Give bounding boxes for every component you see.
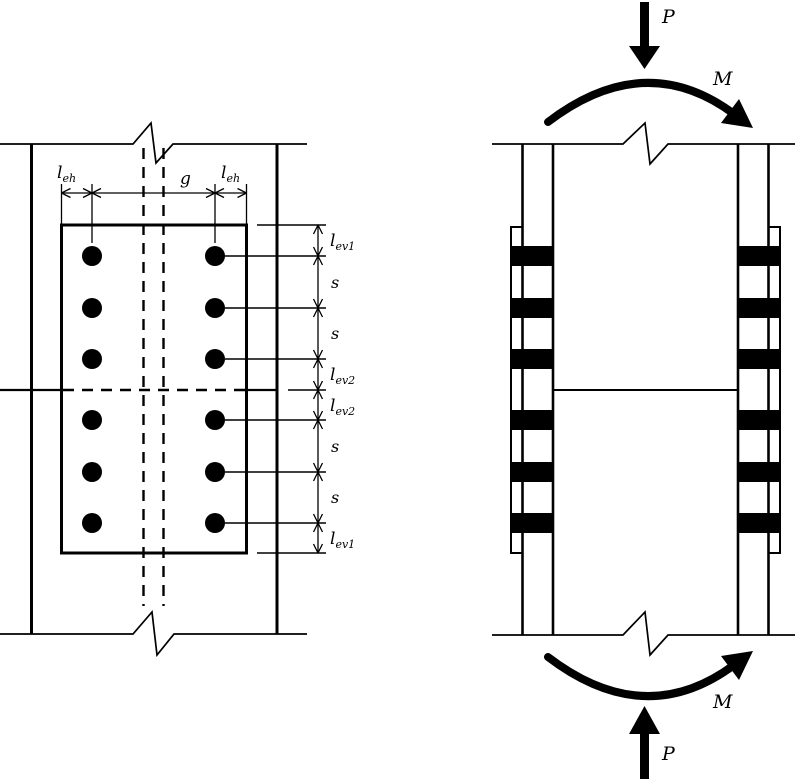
bolt-side: [737, 246, 781, 266]
load-p-bottom: P: [629, 706, 676, 779]
break-line-bottom-left: [0, 609, 307, 658]
dim-label-g: g: [180, 169, 191, 189]
bolt-side-group: [510, 246, 781, 533]
bolt-side: [737, 349, 781, 369]
extension-lines-top: [60, 184, 248, 243]
break-line-top-left: [0, 120, 307, 165]
m-arrowhead-bottom: [721, 651, 753, 680]
p-label-bottom: P: [661, 743, 676, 765]
bolt: [82, 246, 102, 266]
bolt: [205, 246, 225, 266]
bolt-side: [510, 298, 554, 318]
dim-label-s-4: s: [331, 488, 339, 507]
elevation-view: leh g leh lev1 s s lev2 lev2 s s lev1: [0, 120, 355, 658]
m-arc-bottom: [544, 653, 738, 701]
bolt: [82, 513, 102, 533]
bolt-side: [510, 349, 554, 369]
dim-label-leh-left: leh: [57, 163, 76, 185]
bolt: [82, 410, 102, 430]
splice-plate: [60, 223, 248, 555]
dimension-arrowheads-chain: [312, 224, 324, 554]
splice-plate-side-right: [767, 226, 781, 554]
bolt-group: [82, 246, 225, 533]
moment-m-bottom: M: [544, 651, 753, 713]
break-line-bottom-right: [492, 610, 795, 657]
extension-ticks-right: [225, 224, 326, 554]
bolt-side: [510, 462, 554, 482]
dim-label-lev1-top: lev1: [330, 231, 355, 253]
bolt: [205, 513, 225, 533]
bolt: [82, 298, 102, 318]
bolt-side: [737, 462, 781, 482]
load-p-top: P: [629, 2, 676, 69]
dim-label-lev2-bottom: lev2: [330, 396, 355, 418]
break-line-top-right: [492, 121, 795, 166]
p-arrowhead-top: [629, 46, 660, 69]
bolt-side: [737, 513, 781, 533]
bolt-side: [510, 410, 554, 430]
dim-label-leh-right: leh: [221, 163, 240, 185]
bolt-side: [510, 246, 554, 266]
dim-label-lev1-bottom: lev1: [330, 529, 355, 551]
bolt: [82, 462, 102, 482]
bolt: [205, 298, 225, 318]
p-label-top: P: [661, 6, 676, 28]
bolt: [205, 349, 225, 369]
splice-plate-side-left: [510, 226, 524, 554]
bolt: [205, 462, 225, 482]
side-view: P M M P: [492, 2, 795, 779]
dimension-arrowheads-top: [61, 187, 247, 199]
dim-label-s-2: s: [331, 324, 339, 343]
dim-label-s-1: s: [331, 273, 339, 292]
m-label-bottom: M: [712, 691, 733, 713]
bolt: [82, 349, 102, 369]
dim-label-lev2-top: lev2: [330, 365, 355, 387]
bolt: [205, 410, 225, 430]
bolt-side: [510, 513, 554, 533]
dim-label-s-3: s: [331, 437, 339, 456]
vertical-dimensions: lev1 s s lev2 lev2 s s lev1: [225, 224, 355, 554]
m-arc-top: [544, 78, 738, 126]
bolt-side: [737, 410, 781, 430]
m-label-top: M: [712, 68, 733, 90]
moment-m-top: M: [544, 68, 753, 128]
horizontal-dimensions: leh g leh: [57, 163, 248, 243]
m-arrowhead-top: [721, 99, 753, 128]
p-arrowhead-bottom: [629, 706, 660, 734]
bolt-side: [737, 298, 781, 318]
